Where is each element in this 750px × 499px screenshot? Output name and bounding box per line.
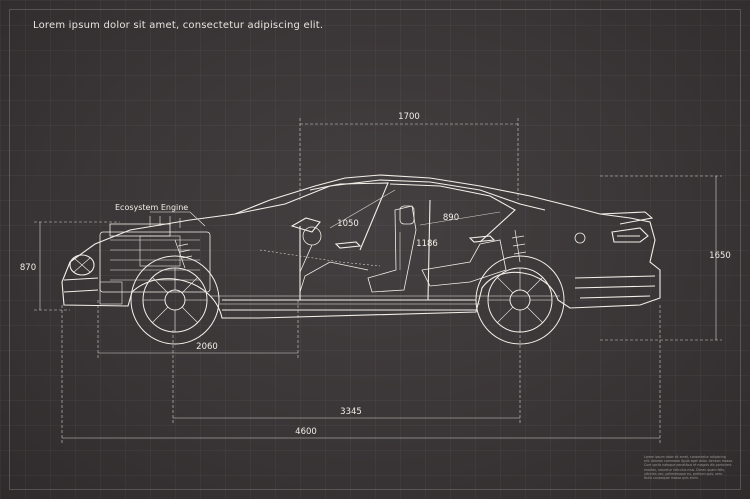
page-title: Lorem ipsum dolor sit amet, consectetur … [33, 20, 324, 31]
engine-block [99, 216, 211, 305]
dimension-overall-length: 4600 [295, 427, 317, 437]
dimension-front-overhang: 2060 [196, 342, 218, 352]
component-label: Ecosystem Engine [115, 203, 188, 212]
component-leader-line [150, 211, 206, 227]
car-body [61, 174, 661, 319]
note-line: ultricies nec, pellentesque eu, pretium … [644, 471, 723, 476]
front-wheel [130, 255, 220, 345]
dimension-rear-height: 1650 [709, 251, 731, 261]
note-line: montes, nascetur ridiculus mus. Donec qu… [644, 467, 725, 472]
note-line: Nulla consequat massa quis enim. [644, 476, 699, 481]
note-line: elit. Aenean commodo ligula eget dolor. … [644, 459, 734, 464]
dimension-lines [34, 118, 722, 443]
dimension-front-height: 870 [20, 263, 36, 273]
dimension-top-span: 1700 [398, 112, 420, 122]
dimension-seat-front: 1050 [337, 219, 359, 229]
note-line: Lorem ipsum dolor sit amet, consectetur … [644, 455, 726, 459]
drawing-frame [9, 9, 741, 490]
dimension-seat-height: 1186 [416, 239, 438, 249]
notes-block: Lorem ipsum dolor sit amet, consectetur … [644, 455, 736, 480]
rear-wheel [475, 255, 565, 345]
dimension-roof-rear: 890 [443, 213, 459, 223]
car-interior [99, 205, 586, 305]
dimension-wheelbase: 3345 [340, 407, 362, 417]
note-line: Cum sociis natoque penatibus et magnis d… [644, 463, 732, 468]
